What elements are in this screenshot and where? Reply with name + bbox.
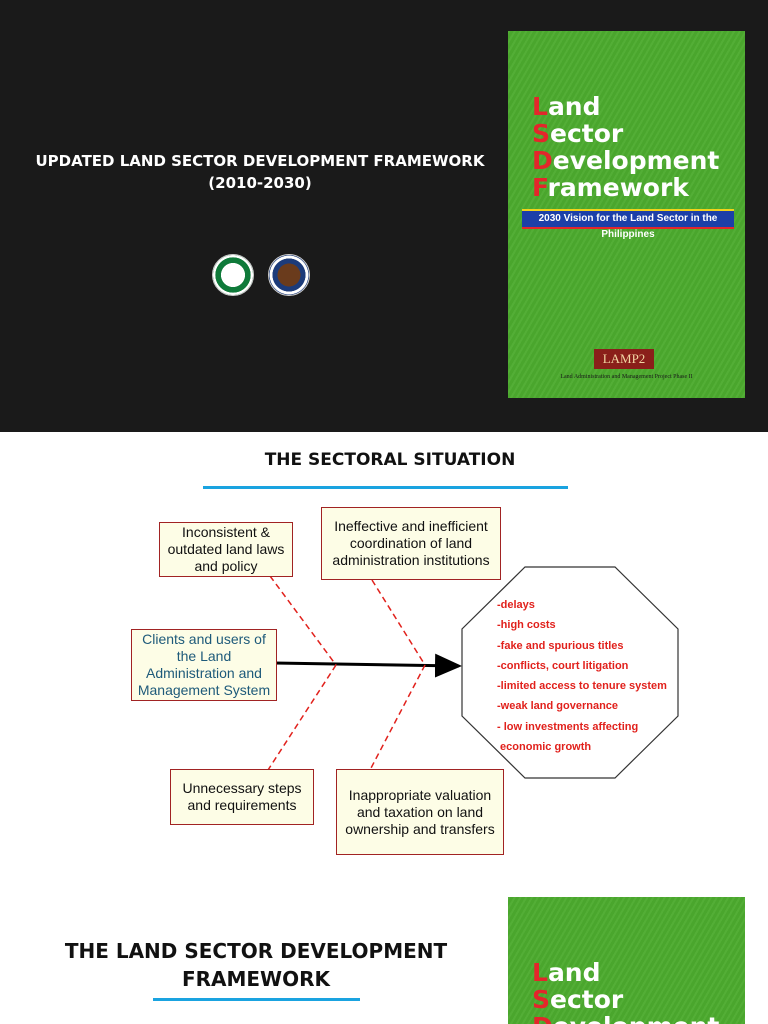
title-underline (203, 486, 568, 489)
sectoral-situation-title: THE SECTORAL SITUATION (264, 450, 516, 470)
cover-line-framework: Framework (532, 173, 689, 202)
title-line-2: (2010-2030) (208, 174, 312, 192)
cause-box-valuation: Inappropriate valuation and taxation on … (336, 769, 504, 855)
cover-line-development: Development (532, 146, 720, 175)
cover-vision-band: 2030 Vision for the Land Sector in the P… (522, 209, 734, 240)
bone-steps (267, 664, 337, 771)
cause-box-coordination: Ineffective and inefficient coordination… (321, 507, 501, 580)
effect-item: economic growth (497, 741, 592, 754)
cover-line-development: Development (508, 1013, 719, 1024)
slide-title: UPDATED LAND SECTOR DEVELOPMENT FRAMEWOR… (0, 0, 768, 432)
agency-seal-icon (268, 254, 310, 296)
framework-title-underline (153, 998, 360, 1001)
effect-item: -weak land governance (497, 700, 619, 713)
effect-item: -delays (497, 599, 535, 611)
book-cover: Land Sector Development Framework 2030 V… (508, 31, 745, 398)
framework-title: THE LAND SECTOR DEVELOPMENT FRAMEWORK (60, 937, 452, 993)
effect-item: -conflicts, court litigation (497, 659, 629, 672)
effects-list: -delays -high costs -fake and spurious t… (497, 595, 667, 757)
agency-seal-icon (212, 254, 254, 296)
cause-box-clients: Clients and users of the Land Administra… (131, 629, 277, 701)
cover-title: Land Sector Development Framework (508, 93, 719, 201)
title-line-1: UPDATED LAND SECTOR DEVELOPMENT FRAMEWOR… (35, 152, 485, 170)
bone-valuation (369, 664, 426, 771)
cover-title-partial: Land Sector Development (508, 959, 719, 1024)
cover-line-land: Land (532, 92, 601, 121)
effect-item: -limited access to tenure system (497, 680, 667, 693)
book-cover-partial: Land Sector Development (508, 897, 745, 1024)
effect-item: -fake and spurious titles (497, 639, 624, 652)
lamp-logo: LAMP2 (594, 349, 654, 369)
cover-line-land: Land (532, 958, 601, 987)
effects-octagon (461, 566, 679, 779)
cover-line-sector: Sector (532, 985, 624, 1014)
bone-laws (269, 575, 337, 666)
spine-arrow (273, 653, 462, 678)
framework-title-line-2: FRAMEWORK (181, 967, 331, 991)
cause-box-laws: Inconsistent & outdated land laws and po… (159, 522, 293, 577)
effect-item: - low investments affecting (497, 720, 639, 733)
cover-line-sector: Sector (532, 119, 624, 148)
lamp-description: Land Administration and Management Proje… (560, 374, 693, 380)
bone-coordination (371, 579, 426, 666)
cause-box-steps: Unnecessary steps and requirements (170, 769, 314, 825)
slide-title-text: UPDATED LAND SECTOR DEVELOPMENT FRAMEWOR… (30, 150, 490, 194)
effect-item: -high costs (497, 619, 556, 632)
framework-title-line-1: THE LAND SECTOR DEVELOPMENT (64, 939, 448, 963)
